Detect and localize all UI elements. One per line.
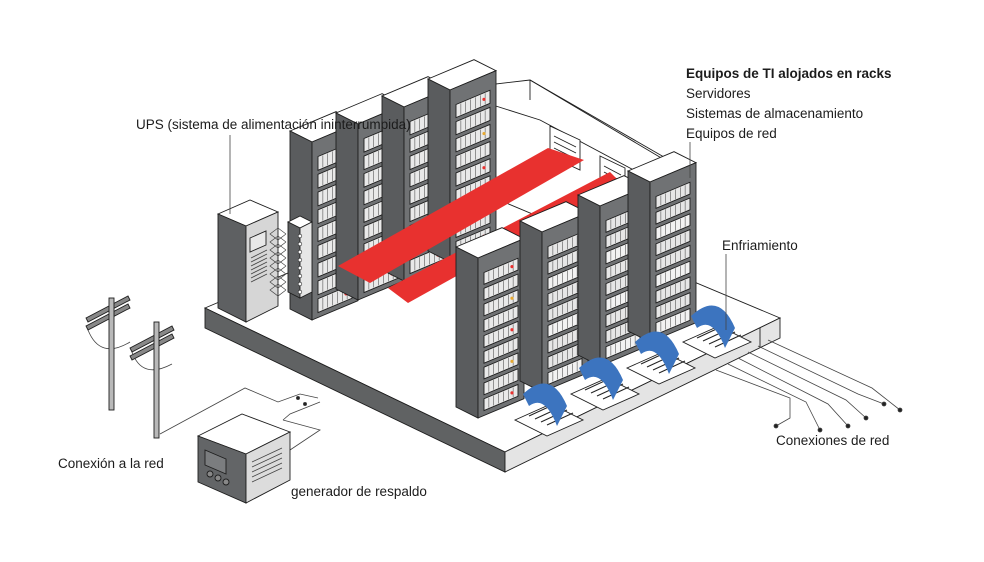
floor-vent <box>625 351 697 385</box>
ups-cabinet <box>216 135 280 323</box>
power-outlet <box>297 257 303 263</box>
cooling-vent <box>681 305 753 359</box>
server-rack <box>454 227 526 419</box>
server-rack <box>626 151 698 343</box>
utility-pole <box>85 295 131 411</box>
rack-unit <box>455 106 491 136</box>
grid-connection-label: Conexión a la red <box>58 456 164 471</box>
power-distribution-strip <box>269 215 314 299</box>
network-cable <box>737 357 849 427</box>
rack-unit <box>455 158 491 187</box>
status-led <box>510 265 514 269</box>
status-led <box>482 166 486 170</box>
status-led <box>510 328 514 332</box>
it-equipment-storage: Sistemas de almacenamiento <box>686 106 864 121</box>
network-connections-label: Conexiones de red <box>776 433 890 448</box>
cable-end <box>845 423 851 429</box>
it-equipment-heading: Equipos de TI alojados en racks <box>686 66 892 81</box>
front-row-racks <box>454 151 698 419</box>
status-led <box>510 296 514 300</box>
backup-generator <box>196 413 292 504</box>
cool-air-flow <box>691 305 735 348</box>
rack-unit <box>655 276 691 304</box>
power-outlet <box>297 241 303 247</box>
rack-unit <box>655 213 691 241</box>
ups-label: UPS (sistema de alimentación ininterrump… <box>136 117 411 132</box>
network-cable <box>715 369 791 427</box>
backup-generator-label: generador de respaldo <box>291 484 427 499</box>
hot-aisle-stripe <box>338 148 584 283</box>
rack-unit <box>655 292 691 320</box>
cool-air-flow <box>635 331 679 374</box>
power-cable <box>269 283 287 297</box>
network-cable <box>747 351 867 419</box>
cable-end <box>881 401 887 407</box>
rack-unit <box>483 257 519 285</box>
network-cable <box>757 345 885 405</box>
power-lines <box>159 387 321 451</box>
it-equipment-servers: Servidores <box>686 86 751 101</box>
rack-unit <box>455 89 491 119</box>
rack-unit <box>483 368 519 396</box>
rack-unit <box>655 244 691 273</box>
power-outlet <box>297 249 303 255</box>
cooling-vent <box>625 331 697 385</box>
power-outlet <box>297 265 303 271</box>
rack-unit <box>655 260 691 288</box>
utility-pole <box>129 321 175 439</box>
cool-air-flow <box>579 357 623 400</box>
rack-unit <box>655 181 691 209</box>
it-equipment-network: Equipos de red <box>686 126 777 141</box>
network-cables <box>715 339 903 433</box>
floor-vent <box>513 403 585 437</box>
cable-end <box>817 427 823 433</box>
power-outlet <box>297 281 303 287</box>
network-cable <box>727 363 821 431</box>
rack-unit <box>483 352 519 380</box>
cooling-vents <box>513 305 753 437</box>
rack-side <box>577 194 601 367</box>
status-led <box>510 359 514 363</box>
utility-poles <box>85 295 175 439</box>
power-outlet <box>297 273 303 279</box>
rack-unit <box>455 140 491 170</box>
status-led <box>510 391 514 395</box>
status-led <box>482 97 486 101</box>
cable-end <box>863 415 869 421</box>
cooling-label: Enfriamiento <box>722 238 798 253</box>
rack-side <box>455 246 479 419</box>
floor-vent <box>569 377 641 411</box>
floor-vent <box>681 325 753 359</box>
rack-unit <box>655 228 691 257</box>
rack-unit <box>483 304 519 333</box>
rack-unit <box>655 197 691 225</box>
network-cable <box>767 339 901 411</box>
rack-side <box>627 170 651 343</box>
rack-unit <box>483 273 519 301</box>
rack-unit <box>483 383 519 412</box>
cable-end <box>897 407 903 413</box>
cooling-vent <box>513 383 585 437</box>
rack-unit <box>483 336 519 364</box>
cable-end <box>773 423 779 429</box>
rack-side <box>519 220 543 393</box>
back-row-racks <box>288 59 498 321</box>
rack-unit <box>483 289 519 317</box>
status-led <box>482 131 486 136</box>
power-outlet <box>297 289 303 295</box>
rack-unit <box>483 320 519 349</box>
power-outlet <box>297 233 303 239</box>
rack-unit <box>655 307 691 336</box>
cooling-vent <box>569 357 641 411</box>
rack-unit <box>455 123 491 153</box>
cool-air-flow <box>523 383 567 426</box>
